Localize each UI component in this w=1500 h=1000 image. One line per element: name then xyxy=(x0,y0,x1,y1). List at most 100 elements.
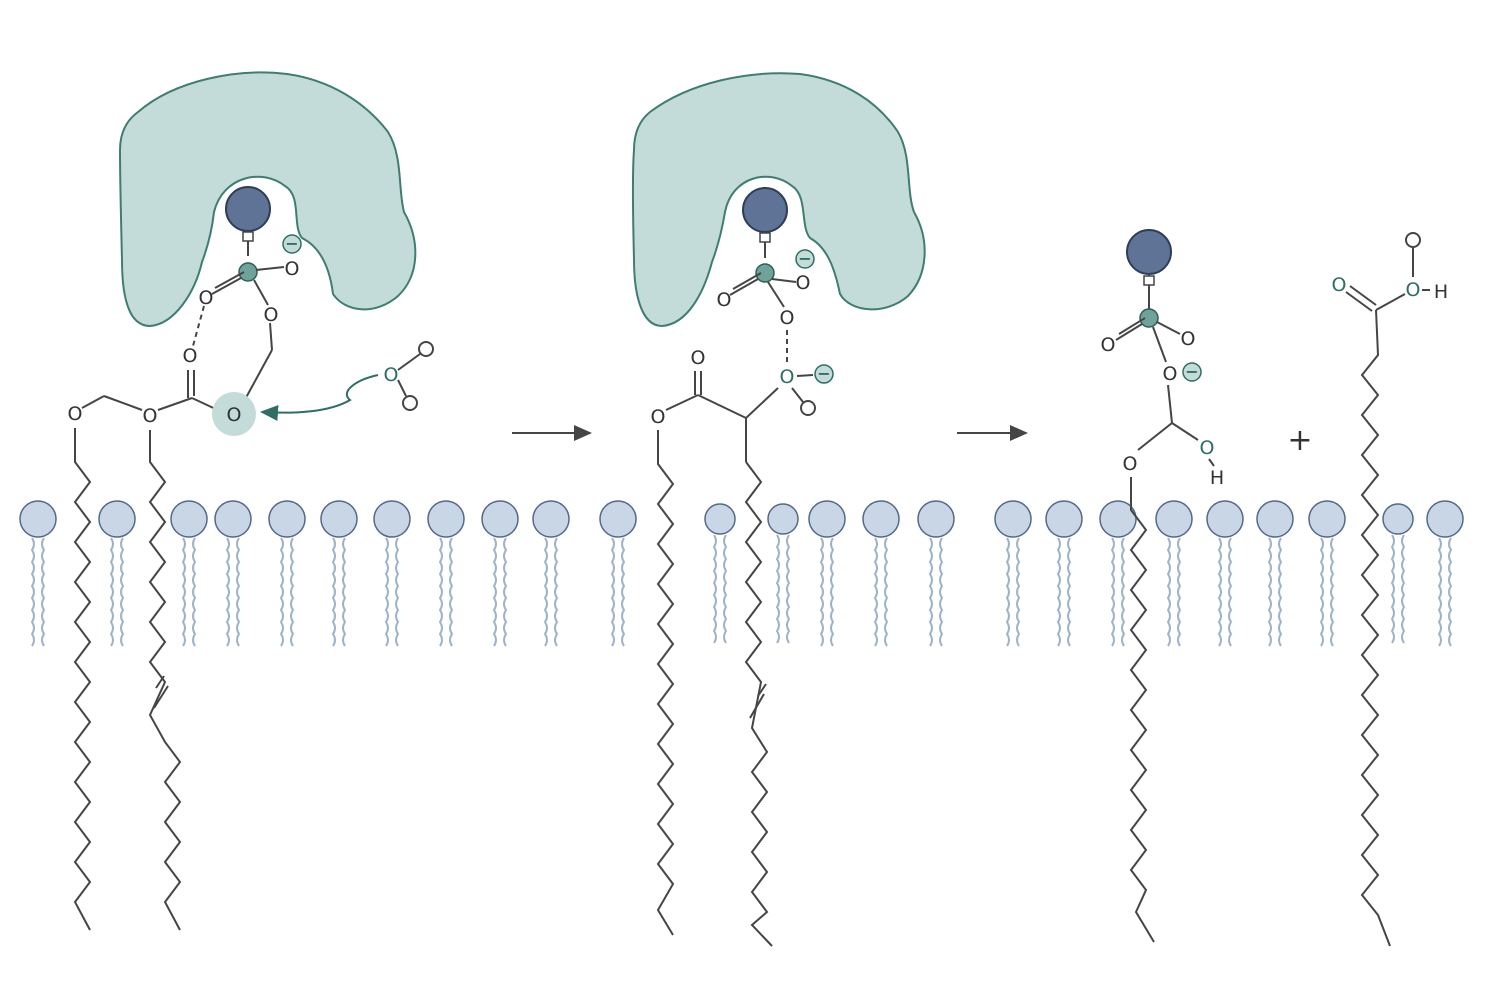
oxygen-label: O xyxy=(285,258,300,280)
oxygen-label: O xyxy=(199,287,214,309)
membrane-lipid-tail xyxy=(830,537,835,647)
highlight-circle xyxy=(212,392,256,436)
charge-label: − xyxy=(798,249,811,268)
hydroxyl-oxygen-label: O xyxy=(1200,437,1215,459)
membrane-lipid-tail xyxy=(290,537,295,647)
membrane-lipid-tail xyxy=(884,537,889,647)
oxygen-label: O xyxy=(68,403,83,425)
plus-sign: + xyxy=(1287,423,1312,458)
oxygen-label: O xyxy=(691,347,706,369)
fatty-acid-tail xyxy=(656,430,675,936)
membrane-lipid-head xyxy=(1308,500,1346,538)
water-oxygen-label: O xyxy=(384,364,399,386)
membrane-lipid-tail xyxy=(331,537,336,647)
membrane-lipid-tail xyxy=(342,537,347,647)
membrane-lipid-tail xyxy=(384,537,389,647)
negative-charge-icon xyxy=(282,234,302,254)
membrane-lipid-head xyxy=(599,500,637,538)
charge-label: − xyxy=(285,234,298,253)
membrane-lipid-tail xyxy=(1121,537,1126,647)
oxygen-label: O xyxy=(651,406,666,428)
panel-2-tetrahedral-intermediate: − O O O O − O O xyxy=(631,72,926,947)
fatty-acid-chain xyxy=(1360,309,1391,947)
membrane-lipid-head xyxy=(532,500,570,538)
phosphorus-atom xyxy=(1139,308,1159,328)
phosphorus-atom xyxy=(755,263,775,283)
membrane-lipid-tail xyxy=(786,534,791,644)
membrane-lipid-tail xyxy=(939,537,944,647)
membrane-lipid-tail xyxy=(1437,537,1442,647)
membrane-lipid-head xyxy=(862,500,900,538)
oxygen-label: O xyxy=(796,272,811,294)
lipid-membrane xyxy=(19,500,1464,647)
membrane-lipid-tail xyxy=(395,537,400,647)
membrane-lipid-head xyxy=(1382,503,1414,535)
membrane-lipid-tail xyxy=(723,534,728,644)
membrane-lipid-tail xyxy=(109,537,114,647)
membrane-lipid-head xyxy=(170,500,208,538)
membrane-lipid-tail xyxy=(236,537,241,647)
oxygen-label: O xyxy=(780,307,795,329)
oxygen-label: O xyxy=(717,289,732,311)
oxygen-label: O xyxy=(1181,328,1196,350)
membrane-lipid-tail xyxy=(225,537,230,647)
membrane-lipid-tail xyxy=(543,537,548,647)
membrane-lipid-head xyxy=(1045,500,1083,538)
membrane-lipid-tail xyxy=(819,537,824,647)
membrane-lipid-tail xyxy=(775,534,780,644)
membrane-lipid-tail xyxy=(279,537,284,647)
membrane-lipid-tail xyxy=(712,534,717,644)
charge-label: − xyxy=(1185,362,1198,381)
membrane-lipid-tail xyxy=(1278,537,1283,647)
membrane-lipid-head xyxy=(214,500,252,538)
membrane-lipid-tail xyxy=(1067,537,1072,647)
membrane-lipid-tail xyxy=(503,537,508,647)
membrane-lipid-tail xyxy=(449,537,454,647)
membrane-lipid-tail xyxy=(1166,537,1171,647)
membrane-lipid-tail xyxy=(1217,537,1222,647)
fatty-acid-tail xyxy=(148,430,182,931)
membrane-lipid-head xyxy=(1099,500,1137,538)
enzyme-body xyxy=(631,72,926,328)
membrane-lipid-tail xyxy=(492,537,497,647)
negative-charge-icon xyxy=(814,364,834,384)
membrane-lipid-head xyxy=(268,500,306,538)
nucleophilic-attack-arrow xyxy=(260,374,379,421)
membrane-lipid-tail xyxy=(1005,537,1010,647)
membrane-lipid-head xyxy=(1426,500,1464,538)
lysophospholipid-tail xyxy=(1129,477,1155,943)
membrane-lipid-head xyxy=(1155,500,1193,538)
oxygen-label: O xyxy=(1123,453,1138,475)
cofactor-atom xyxy=(742,187,788,233)
membrane-lipid-tail xyxy=(120,537,125,647)
membrane-lipid-head xyxy=(481,500,519,538)
membrane-lipid-head xyxy=(1206,500,1244,538)
membrane-lipid-head xyxy=(767,503,799,535)
oxygen-label: O xyxy=(264,304,279,326)
fatty-acid-tail xyxy=(73,428,92,931)
membrane-lipid-head xyxy=(917,500,955,538)
hydrogen-label: H xyxy=(1210,467,1224,489)
membrane-lipid-tail xyxy=(1056,537,1061,647)
panel-1-enzyme-substrate-complex: − O O O O O O O O xyxy=(68,71,434,931)
membrane-lipid-tail xyxy=(30,537,35,647)
membrane-lipid-tail xyxy=(1177,537,1182,647)
membrane-lipid-head xyxy=(704,503,736,535)
membrane-lipid-tail xyxy=(554,537,559,647)
membrane-lipid-tail xyxy=(1390,534,1395,644)
membrane-lipid-head xyxy=(19,500,57,538)
oxyanion-label: O xyxy=(780,366,795,388)
membrane-lipid-head xyxy=(427,500,465,538)
membrane-lipid-head xyxy=(1256,500,1294,538)
membrane-lipid-tail xyxy=(610,537,615,647)
membrane-lipid-tail xyxy=(1016,537,1021,647)
cofactor-atom xyxy=(225,186,271,232)
membrane-lipid-head xyxy=(994,500,1032,538)
oxygen-label: O xyxy=(1101,334,1116,356)
membrane-lipid-tail xyxy=(1228,537,1233,647)
carbonyl-oxygen-label: O xyxy=(1332,274,1347,296)
hydrogen-label: H xyxy=(1434,281,1448,303)
membrane-lipid-tail xyxy=(621,537,626,647)
